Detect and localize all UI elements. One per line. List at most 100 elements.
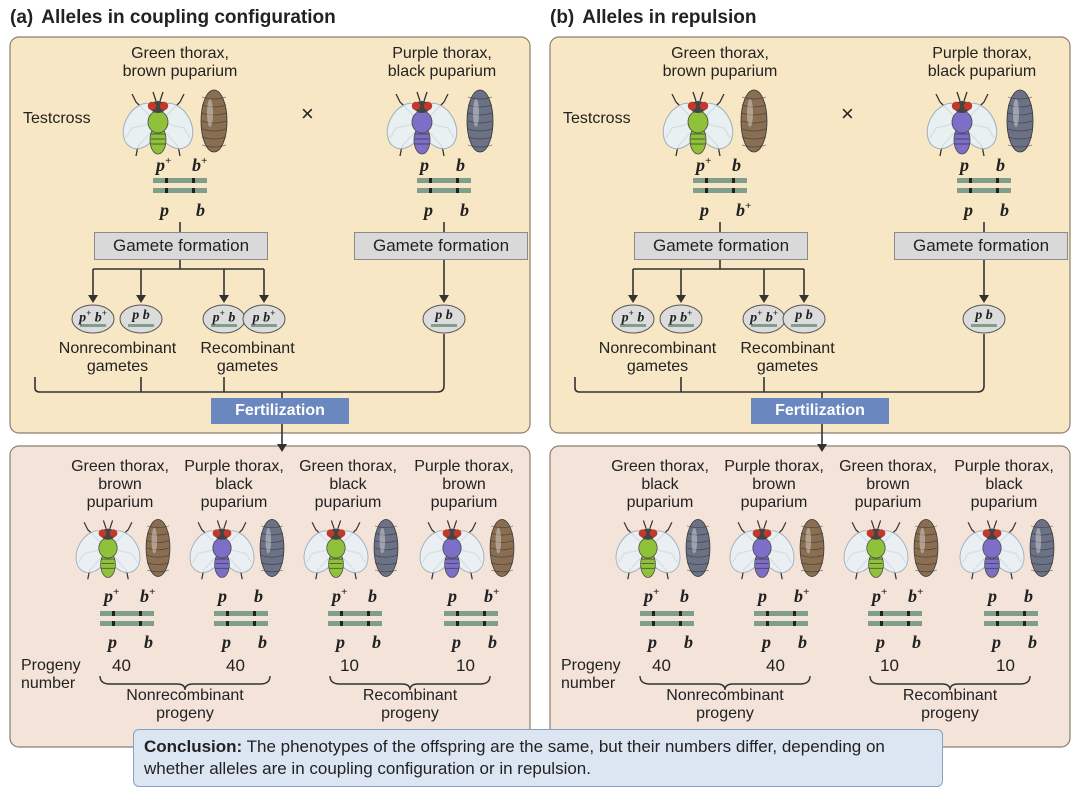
parent2-phenotype: black puparium xyxy=(927,63,1037,80)
allele-b: b+ xyxy=(736,200,752,220)
allele-superscript: + xyxy=(628,308,634,318)
progeny-phenotype: Purple thorax, xyxy=(954,458,1054,475)
recombinant-gametes-label: gametes xyxy=(216,358,279,375)
panel-title: (a)Alleles in coupling configuration xyxy=(10,7,336,29)
allele-b: b xyxy=(732,155,741,175)
allele-b: b+ xyxy=(908,586,924,606)
connector-line xyxy=(574,334,985,393)
chromosome-pair xyxy=(444,611,498,626)
recombinant-gametes-label: Recombinant xyxy=(200,340,295,357)
progeny-count: 40 xyxy=(766,656,785,675)
progeny-count: 10 xyxy=(456,656,475,675)
fly-icon xyxy=(843,520,909,580)
parent2-phenotype: black puparium xyxy=(387,63,497,80)
gamete-formation-box: Gamete formation xyxy=(894,232,1068,260)
allele-superscript: + xyxy=(745,200,752,212)
allele-p: p+ xyxy=(644,586,660,606)
allele-p: p xyxy=(988,586,997,606)
nonrecombinant-progeny-label: Nonrecombinant xyxy=(666,687,784,704)
fly-icon xyxy=(419,520,485,580)
allele-superscript: + xyxy=(687,308,693,318)
fertilization-box: Fertilization xyxy=(751,398,889,424)
group-brace xyxy=(869,675,1031,691)
gamete-genotype: p b xyxy=(430,308,458,324)
nonrecombinant-progeny-label: progeny xyxy=(696,705,754,722)
progeny-number-label: number xyxy=(21,675,76,692)
allele-superscript: + xyxy=(165,155,172,167)
gamete-formation-box: Gamete formation xyxy=(94,232,268,260)
allele-b: b+ xyxy=(192,155,208,175)
allele-p: p xyxy=(964,200,973,220)
allele-superscript: + xyxy=(113,586,120,598)
fly-icon xyxy=(386,91,458,157)
gamete-genotype: p b xyxy=(127,308,155,324)
arrow-head xyxy=(136,295,146,303)
recombinant-progeny-label: Recombinant xyxy=(902,687,998,704)
progeny-phenotype: Purple thorax, xyxy=(184,458,284,475)
allele-b: b+ xyxy=(794,586,810,606)
progeny-phenotype: Green thorax, xyxy=(299,458,397,475)
gamete-genotype: p b+ xyxy=(667,308,695,327)
group-brace xyxy=(99,675,271,691)
puparium-icon xyxy=(799,519,825,577)
allele-p: p xyxy=(700,200,709,220)
conclusion-box: Conclusion: The phenotypes of the offspr… xyxy=(133,729,943,787)
progeny-phenotype: black xyxy=(985,476,1023,493)
allele-b: b xyxy=(254,586,263,606)
puparium-icon xyxy=(259,519,285,577)
progeny-phenotype: black xyxy=(329,476,367,493)
allele-b: b+ xyxy=(484,586,500,606)
arrow-head xyxy=(277,444,287,452)
allele-superscript: + xyxy=(86,308,92,318)
nonrecombinant-gametes-label: gametes xyxy=(86,358,149,375)
allele-b: b xyxy=(684,632,693,652)
puparium-icon xyxy=(489,519,515,577)
allele-p: p xyxy=(452,632,461,652)
progeny-number-label: Progeny xyxy=(21,657,81,674)
allele-b: b+ xyxy=(140,586,156,606)
allele-p: p+ xyxy=(872,586,888,606)
parent2-phenotype: Purple thorax, xyxy=(392,45,492,62)
group-brace xyxy=(639,675,811,691)
progeny-count: 40 xyxy=(226,656,245,675)
panel-tag: (a) xyxy=(10,7,34,28)
allele-b: b xyxy=(460,200,469,220)
gamete-genotype: p b+ xyxy=(250,308,278,327)
allele-p: p xyxy=(336,632,345,652)
allele-b: b xyxy=(912,632,921,652)
chromosome-pair xyxy=(693,178,747,193)
fertilization-box: Fertilization xyxy=(211,398,349,424)
gamete-genotype: p+ b xyxy=(619,308,647,327)
allele-superscript: + xyxy=(493,586,500,598)
allele-p: p xyxy=(648,632,657,652)
gamete-genotype: p b xyxy=(970,308,998,324)
allele-p: p+ xyxy=(104,586,120,606)
progeny-count: 10 xyxy=(340,656,359,675)
arrow-head xyxy=(628,295,638,303)
allele-b: b xyxy=(456,155,465,175)
allele-b: b xyxy=(258,632,267,652)
allele-p: p xyxy=(222,632,231,652)
puparium-icon xyxy=(1006,89,1034,153)
progeny-phenotype: brown xyxy=(98,476,142,493)
chromosome-pair xyxy=(957,178,1011,193)
puparium-icon xyxy=(466,89,494,153)
arrow-head xyxy=(759,295,769,303)
fly-icon xyxy=(959,520,1025,580)
allele-superscript: + xyxy=(653,586,660,598)
allele-b: b xyxy=(1000,200,1009,220)
puparium-icon xyxy=(1029,519,1055,577)
panel-title: (b)Alleles in repulsion xyxy=(550,7,756,29)
allele-p: p xyxy=(218,586,227,606)
chromosome-pair xyxy=(868,611,922,626)
progeny-phenotype: Green thorax, xyxy=(71,458,169,475)
gamete-p: p xyxy=(79,310,87,326)
gamete-p: p xyxy=(212,310,220,326)
cross-icon: × xyxy=(841,101,854,126)
connector-line xyxy=(34,334,445,393)
allele-p: p xyxy=(992,632,1001,652)
progeny-count: 10 xyxy=(880,656,899,675)
gamete-genotype: p+ b+ xyxy=(79,308,107,327)
